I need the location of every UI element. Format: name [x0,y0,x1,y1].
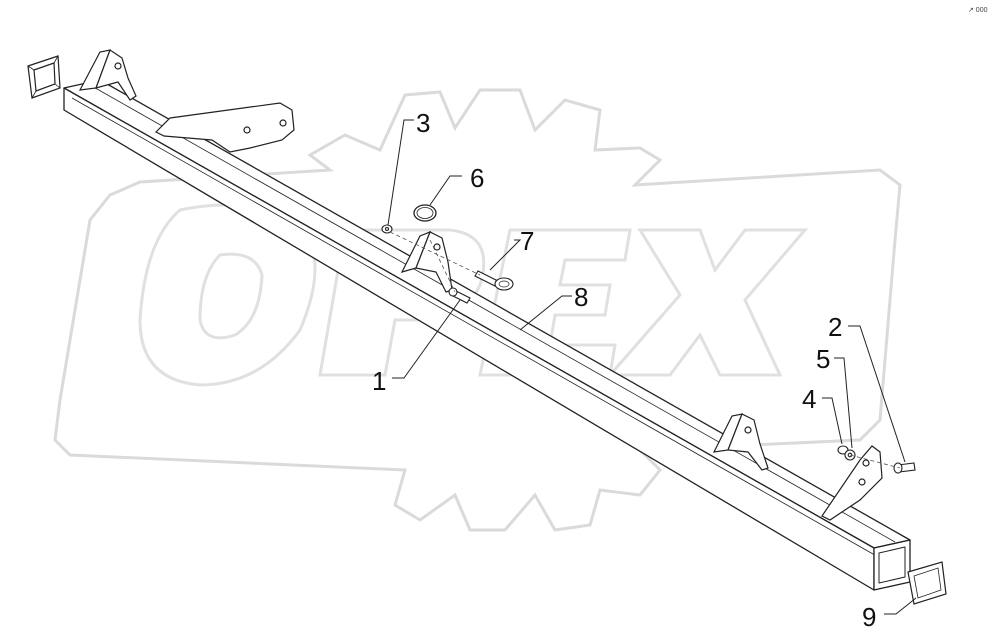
beam-top-face [63,79,911,549]
beam-inner-line-2 [89,84,896,543]
part-7-pin [474,270,514,291]
callout-1: 1 [372,366,386,396]
end-cap-left [27,55,61,99]
callout-labels: 3 6 7 8 1 2 5 4 9 [372,108,876,632]
leader-5 [834,357,853,449]
part-2-bolt [893,462,916,474]
callout-3: 3 [416,108,430,138]
part-1-pin [448,287,471,304]
arm-bracket [154,102,295,153]
leader-8 [519,295,572,331]
callout-5: 5 [816,344,830,374]
leader-6 [429,175,462,206]
bracket-lower [712,413,769,471]
corner-mark: ↗ 000 [968,7,988,14]
callout-8: 8 [574,282,588,312]
callout-2: 2 [828,312,842,342]
leader-4 [822,397,843,445]
beam-front-face [63,87,875,591]
part-3-nut [381,224,393,234]
watermark-gear [53,88,902,532]
leader-2 [848,325,906,463]
assembly-lines [389,231,901,469]
leader-7 [489,239,522,271]
callout-9: 9 [862,602,876,632]
leader-1 [392,299,461,379]
leader-3 [387,119,414,226]
callout-4: 4 [802,384,816,414]
leader-9 [884,597,917,615]
part-6-ring [413,204,437,222]
bracket-left-end [78,49,137,101]
callout-7: 7 [520,226,534,256]
watermark-letter-x [606,228,809,377]
bracket-middle [400,230,453,293]
leader-lines [387,119,917,615]
beam [63,79,911,591]
callout-6: 6 [470,163,484,193]
end-cap-right [907,561,947,605]
bracket-right-end [821,445,883,521]
beam-inner-line [71,97,881,559]
beam-end-opening [878,546,906,584]
